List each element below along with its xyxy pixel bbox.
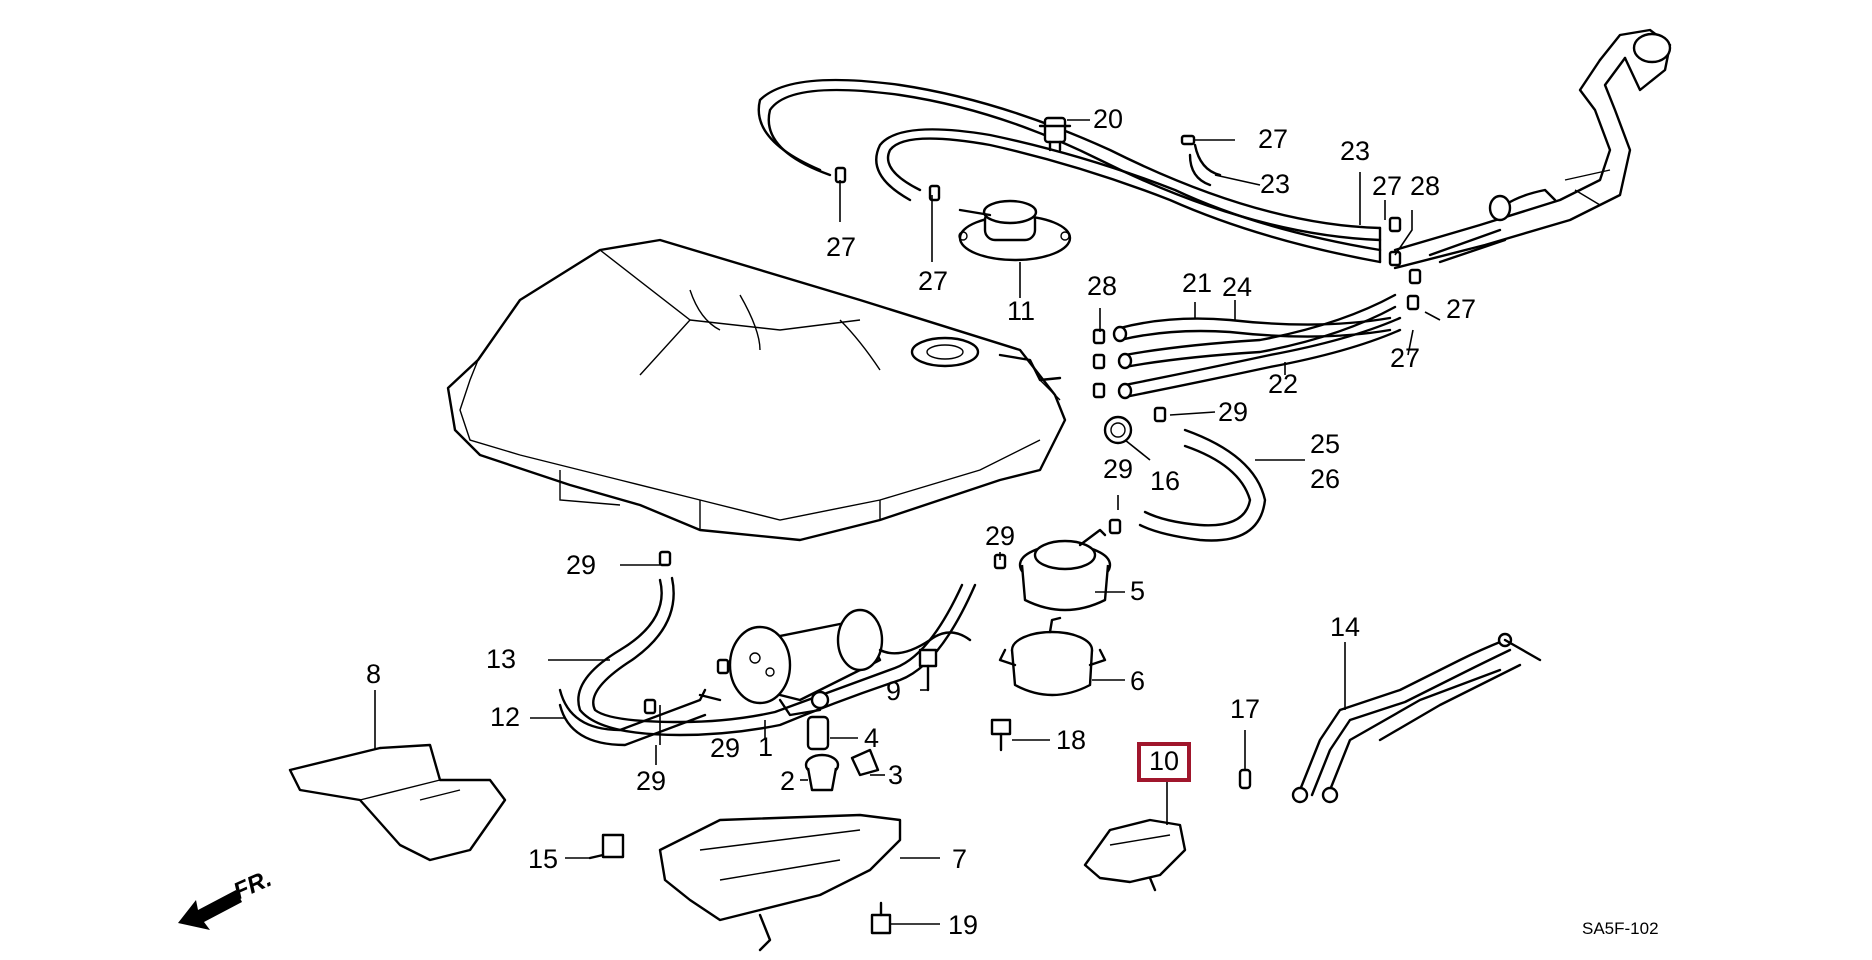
- part-8-bracket: [288, 743, 507, 862]
- figure-code: SA5F-102: [1582, 919, 1659, 938]
- callout-1: 1: [758, 732, 773, 762]
- callout-28-mid: 28: [1087, 271, 1117, 301]
- callout-3: 3: [888, 760, 903, 790]
- part-5-fuel-filter: [1018, 528, 1112, 612]
- part-7-bracket: [658, 813, 902, 952]
- front-arrow-icon: [178, 890, 242, 930]
- part-1-fuel-pump: [728, 608, 972, 717]
- callout-12: 12: [490, 702, 520, 732]
- callout-29-top: 29: [1218, 397, 1248, 427]
- callout-22: 22: [1268, 369, 1298, 399]
- front-direction-indicator: FR.: [178, 865, 276, 930]
- part-18-bolt: [990, 718, 1012, 752]
- callout-27-left: 27: [826, 232, 856, 262]
- part-20-valve: [1038, 116, 1072, 152]
- callout-5: 5: [1130, 576, 1145, 606]
- part-17-clip: [1238, 768, 1252, 790]
- callout-6: 6: [1130, 666, 1145, 696]
- callout-27-mid: 27: [918, 266, 948, 296]
- callout-29-center: 29: [985, 521, 1015, 551]
- part-10-bracket: [1083, 818, 1187, 892]
- callout-16: 16: [1150, 466, 1180, 496]
- part-14-lines: [1291, 632, 1542, 804]
- filler-neck: [1393, 28, 1672, 270]
- highlight-part-10: [1137, 742, 1191, 782]
- callout-24: 24: [1222, 272, 1252, 302]
- callout-13: 13: [486, 644, 516, 674]
- fuel-lines-12-13: [558, 576, 977, 747]
- callout-29-bottom: 29: [636, 766, 666, 796]
- part-3-clip: [850, 748, 880, 777]
- callout-27-far-right: 27: [1446, 294, 1476, 324]
- callout-labels: 20 27 23 23 27 28 27 27 11 28 21 24 27 2…: [366, 104, 1476, 940]
- callout-29-mid: 29: [1103, 454, 1133, 484]
- callout-8: 8: [366, 659, 381, 689]
- callout-29-left: 29: [566, 550, 596, 580]
- vent-hoses: [757, 78, 1382, 264]
- callout-15: 15: [528, 844, 558, 874]
- callout-29-pump: 29: [710, 733, 740, 763]
- callout-7: 7: [952, 844, 967, 874]
- callout-11: 11: [1007, 296, 1035, 326]
- callout-2: 2: [780, 766, 795, 796]
- callout-27-right: 27: [1372, 171, 1402, 201]
- hose-clamps: [643, 134, 1422, 715]
- callout-17: 17: [1230, 694, 1260, 724]
- part-16-grommet: [1103, 415, 1133, 445]
- callout-19: 19: [948, 910, 978, 940]
- hoses-21-22-24: [1112, 293, 1402, 400]
- callout-27-lower-right: 27: [1390, 343, 1420, 373]
- callout-23-right: 23: [1340, 136, 1370, 166]
- hose-25-26: [1138, 428, 1267, 542]
- callout-25: 25: [1310, 429, 1340, 459]
- part-2-mount: [804, 753, 840, 792]
- callout-20: 20: [1093, 104, 1123, 134]
- callout-14: 14: [1330, 612, 1360, 642]
- callout-26: 26: [1310, 464, 1340, 494]
- part-15-bolt: [588, 833, 625, 860]
- part-11-valve-assembly: [958, 199, 1072, 262]
- callout-23-top: 23: [1260, 169, 1290, 199]
- part-19-bolt: [870, 901, 892, 935]
- part-6-filter-bracket: [998, 616, 1107, 697]
- callout-21: 21: [1182, 268, 1212, 298]
- part-4-cushion: [806, 715, 830, 751]
- fuel-tank: [446, 238, 1067, 542]
- callout-28-right: 28: [1410, 171, 1440, 201]
- callout-27-top: 27: [1258, 124, 1288, 154]
- callout-9: 9: [886, 676, 901, 706]
- callout-4: 4: [864, 723, 879, 753]
- part-9-bolt: [918, 648, 938, 692]
- callout-18: 18: [1056, 725, 1086, 755]
- callout-10: 10: [1149, 746, 1179, 776]
- leader-lines: [374, 119, 1441, 925]
